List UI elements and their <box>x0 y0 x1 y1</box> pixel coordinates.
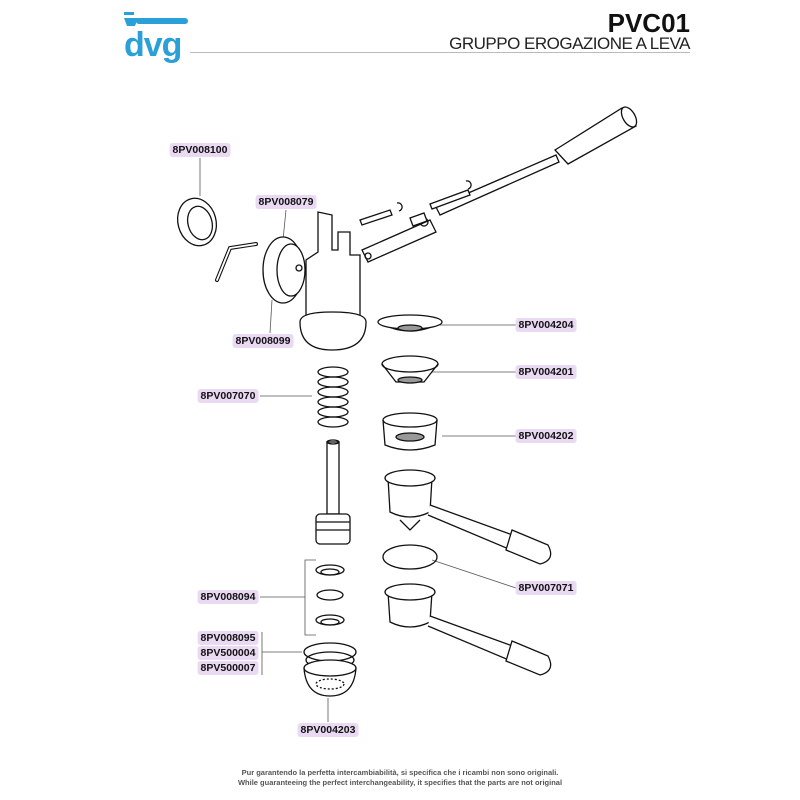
part-label[interactable]: 8PV007071 <box>515 581 577 595</box>
header-divider <box>190 52 690 53</box>
flange-plate <box>262 236 306 304</box>
filters <box>377 314 443 451</box>
part-label[interactable]: 8PV500004 <box>197 646 259 660</box>
piston <box>315 439 351 545</box>
part-label[interactable]: 8PV007070 <box>197 389 259 403</box>
disclaimer-english: While guaranteeing the perfect interchan… <box>237 778 563 787</box>
group-body <box>299 211 367 351</box>
part-label[interactable]: 8PV004203 <box>297 723 359 737</box>
part-label[interactable]: 8PV004202 <box>515 429 577 443</box>
part-label[interactable]: 8PV500007 <box>197 661 259 675</box>
leader-lines <box>199 158 517 722</box>
part-label[interactable]: 8PV008099 <box>232 334 294 348</box>
part-label[interactable]: 8PV004201 <box>515 365 577 379</box>
brand-logo-text: dvg <box>124 26 182 64</box>
page-title: GRUPPO EROGAZIONE A LEVA <box>449 34 690 53</box>
portafilter-2 <box>384 583 552 676</box>
seals <box>303 564 357 697</box>
part-label[interactable]: 8PV008094 <box>197 590 259 604</box>
blind-disc <box>382 544 438 570</box>
gasket-ring <box>176 197 218 247</box>
disclaimer-italian: Pur garantendo la perfetta intercambiabi… <box>241 768 559 777</box>
spring <box>317 366 349 428</box>
portafilter-1 <box>384 469 552 565</box>
lever-assembly <box>359 106 638 263</box>
part-label[interactable]: 8PV008095 <box>197 631 259 645</box>
part-label[interactable]: 8PV004204 <box>515 318 577 332</box>
part-label[interactable]: 8PV008100 <box>169 143 231 157</box>
part-label[interactable]: 8PV008079 <box>255 195 317 209</box>
dvg-logo-icon <box>124 12 188 26</box>
model-code: PVC01 <box>607 8 690 38</box>
